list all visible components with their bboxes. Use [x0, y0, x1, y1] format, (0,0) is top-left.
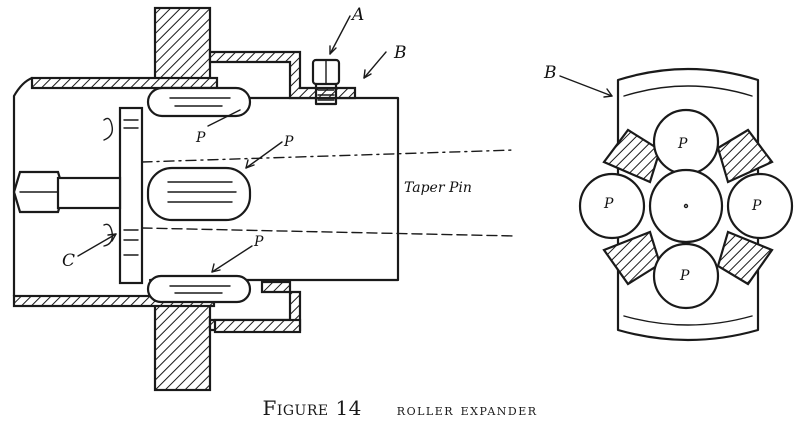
roller-bottom [146, 274, 252, 304]
collar-lower-block [213, 318, 302, 334]
label-b-right: B [543, 63, 557, 83]
roller-middle [146, 166, 252, 222]
wedge-upper-right [716, 128, 774, 184]
taper-line-lower [141, 227, 516, 237]
taper-line-upper [141, 149, 516, 163]
label-p-end-top: P [677, 136, 688, 152]
label-taper-pin: Taper Pin [404, 180, 472, 196]
collar-top [208, 50, 357, 100]
roller-top [146, 86, 252, 118]
end-view: P P P P B [543, 63, 794, 342]
tube-wall-outline [12, 76, 34, 298]
figure-caption: Figure 14 roller expander [0, 396, 800, 420]
taper-pin-end [648, 168, 724, 244]
roller-right-end [726, 172, 794, 240]
label-p-middle: P [283, 134, 294, 150]
left-labels: A B P P P C Taper Pin [62, 5, 472, 273]
hex-nut [12, 170, 122, 214]
label-p-end-left: P [603, 196, 614, 212]
roller-bottom-end [652, 242, 720, 310]
sectional-view [12, 6, 516, 392]
cage-plate [118, 106, 144, 285]
roller-left-end [578, 172, 646, 240]
wedge-lower-right [716, 230, 774, 286]
adjusting-screw [311, 58, 341, 106]
label-p-end-right: P [751, 198, 762, 214]
wedge-lower-left [602, 230, 662, 286]
expander-body [148, 96, 400, 282]
tube-wall-top [30, 76, 219, 90]
label-p-top: P [195, 130, 206, 146]
tube-sheet-upper [153, 6, 212, 82]
caption-title: roller expander [396, 400, 538, 419]
label-b-left: B [393, 43, 407, 63]
caption-figure-number: Figure 14 [262, 396, 362, 420]
label-c: C [62, 251, 75, 271]
label-p-bottom: P [253, 234, 264, 250]
label-a: A [350, 5, 364, 25]
label-p-end-bottom: P [679, 268, 690, 284]
tube-sheet-lower [153, 302, 212, 392]
